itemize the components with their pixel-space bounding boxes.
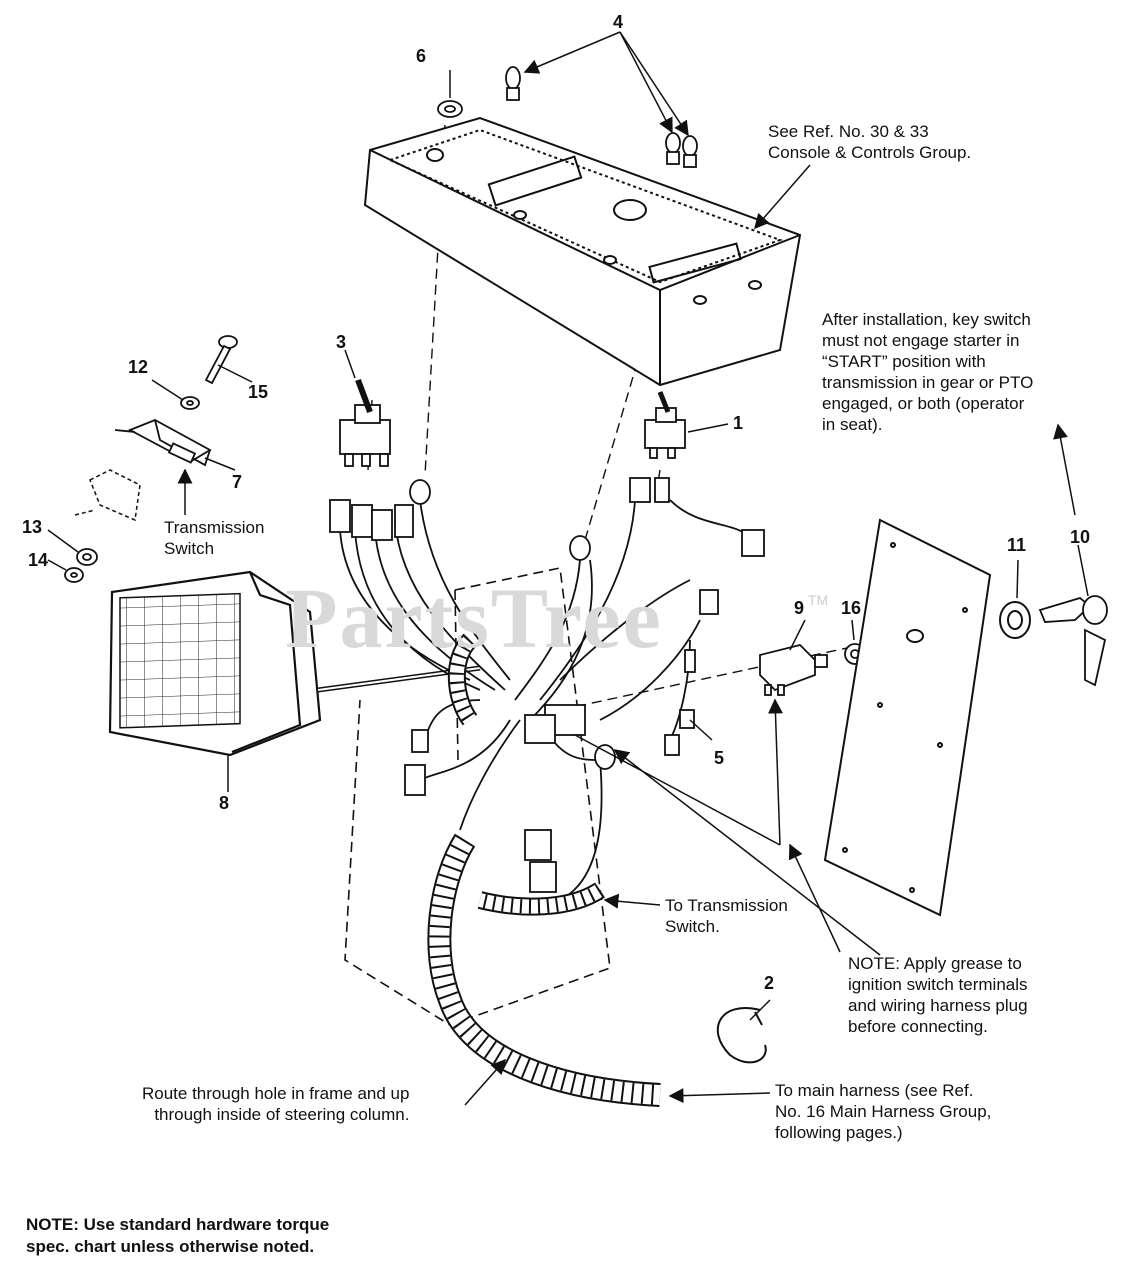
mounting-plate [823, 518, 992, 917]
callout-2: 2 [764, 973, 775, 993]
bezel-part-11 [999, 601, 1031, 639]
console-panel [363, 116, 802, 387]
watermark: PartsTree [285, 570, 663, 666]
ignition-switch-part-9 [759, 644, 828, 696]
callout-4: 4 [613, 12, 624, 32]
grease-note: NOTE: Apply grease to ignition switch te… [848, 954, 1028, 1036]
callout-16: 16 [841, 598, 862, 618]
nut-part-13 [76, 548, 98, 566]
nut-part-6 [437, 100, 463, 118]
clamp-part-2 [716, 1007, 767, 1064]
key-switch-note: After installation, key switch must not … [822, 310, 1034, 434]
console-reference-label: See Ref. No. 30 & 33 Console & Controls … [768, 122, 972, 162]
callout-12: 12 [128, 357, 149, 377]
spiral-wrap-hose [427, 633, 661, 1107]
torque-note: NOTE: Use standard hardware torque spec.… [26, 1215, 330, 1256]
toggle-switch-part-3 [339, 378, 391, 467]
main-harness-note: To main harness (see Ref. No. 16 Main Ha… [775, 1081, 992, 1142]
callout-11: 11 [1007, 535, 1027, 555]
leader-lines [47, 31, 1089, 1106]
callout-13: 13 [22, 517, 43, 537]
route-note: Route through hole in frame and up throu… [142, 1084, 410, 1124]
bolt-part-15 [204, 335, 238, 385]
harness-connectors [329, 477, 765, 893]
nut-part-14 [64, 567, 84, 583]
headlight-part-8 [108, 570, 481, 757]
callout-9: 9 [794, 598, 805, 618]
callout-1: 1 [733, 413, 744, 433]
callout-14: 14 [28, 550, 49, 570]
switch-bracket [74, 469, 141, 522]
keys-part-10 [1038, 595, 1108, 687]
callout-6: 6 [416, 46, 427, 66]
callout-8: 8 [219, 793, 230, 813]
callout-10: 10 [1070, 527, 1091, 547]
toggle-switch-part-1 [644, 391, 686, 459]
transmission-switch-part-7 [114, 419, 212, 467]
washer-part-12 [180, 396, 200, 410]
callout-7: 7 [232, 472, 243, 492]
bulb-part-4 [505, 66, 698, 168]
to-transmission-switch-label: To Transmission Switch. [665, 896, 788, 936]
callout-5: 5 [714, 748, 725, 768]
callout-3: 3 [336, 332, 347, 352]
transmission-switch-label: Transmission Switch [164, 518, 265, 558]
callout-15: 15 [248, 382, 269, 402]
watermark-tm: TM [808, 592, 829, 608]
